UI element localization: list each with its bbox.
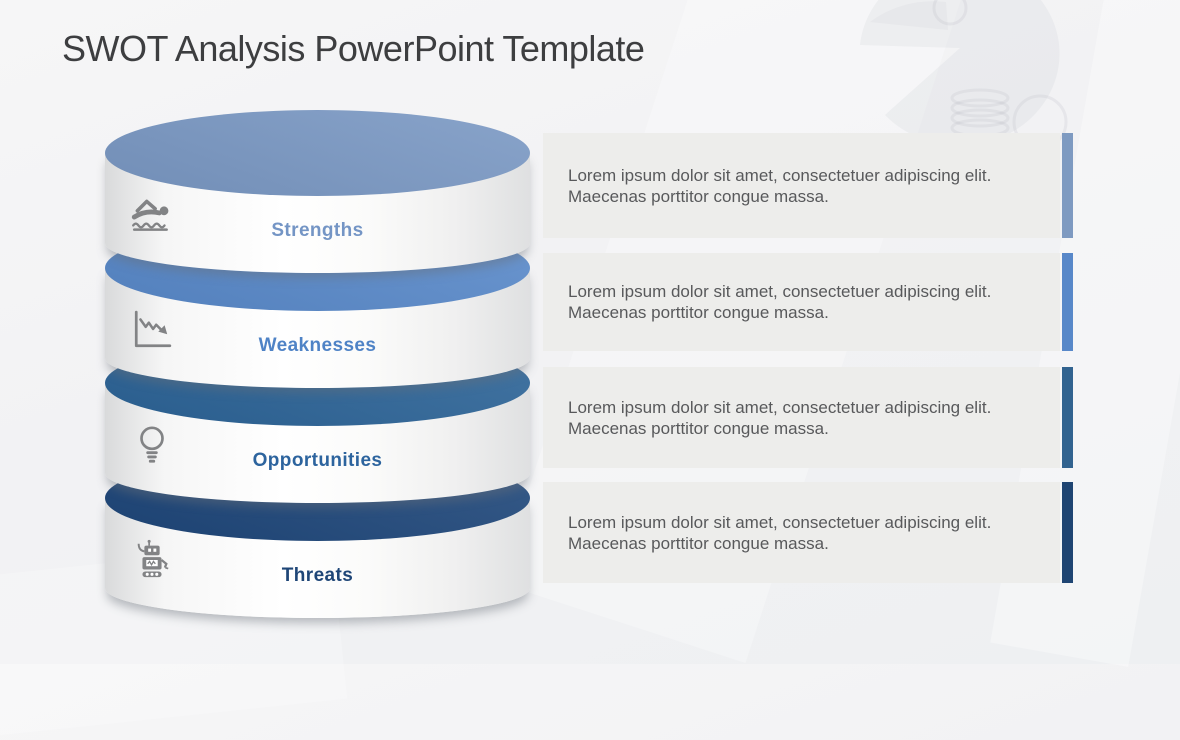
description-row-weaknesses[interactable]: Lorem ipsum dolor sit amet, consectetuer… <box>543 253 1073 351</box>
accent-bar <box>1062 253 1073 351</box>
layer-strengths[interactable]: Strengths <box>105 110 530 320</box>
description-row-opportunities[interactable]: Lorem ipsum dolor sit amet, consectetuer… <box>543 367 1073 468</box>
declining-chart-icon <box>129 309 175 351</box>
description-box: Lorem ipsum dolor sit amet, consectetuer… <box>543 133 1060 238</box>
robot-icon <box>129 539 175 581</box>
slide-title[interactable]: SWOT Analysis PowerPoint Template <box>62 28 645 69</box>
swimmer-icon <box>129 194 175 236</box>
accent-bar <box>1062 133 1073 238</box>
layer-label: Strengths <box>271 220 364 241</box>
description-text: Lorem ipsum dolor sit amet, consectetuer… <box>568 397 992 438</box>
description-text: Lorem ipsum dolor sit amet, consectetuer… <box>568 165 992 206</box>
description-text: Lorem ipsum dolor sit amet, consectetuer… <box>568 282 992 322</box>
description-row-strengths[interactable]: Lorem ipsum dolor sit amet, consectetuer… <box>543 133 1073 238</box>
lightbulb-icon <box>129 424 175 466</box>
cylinder-top <box>105 110 530 196</box>
layer-label: Threats <box>281 565 354 586</box>
description-text: Lorem ipsum dolor sit amet, consectetuer… <box>568 512 992 553</box>
description-box: Lorem ipsum dolor sit amet, consectetuer… <box>543 367 1060 468</box>
description-row-threats[interactable]: Lorem ipsum dolor sit amet, consectetuer… <box>543 482 1073 583</box>
description-box: Lorem ipsum dolor sit amet, consectetuer… <box>543 482 1060 583</box>
description-box: Lorem ipsum dolor sit amet, consectetuer… <box>543 253 1060 351</box>
swot-cylinder-stack: Strengths Weaknesses Opportunities <box>105 110 530 630</box>
layer-label: Opportunities <box>252 450 383 471</box>
accent-bar <box>1062 367 1073 468</box>
layer-label: Weaknesses <box>258 335 377 356</box>
accent-bar <box>1062 482 1073 583</box>
